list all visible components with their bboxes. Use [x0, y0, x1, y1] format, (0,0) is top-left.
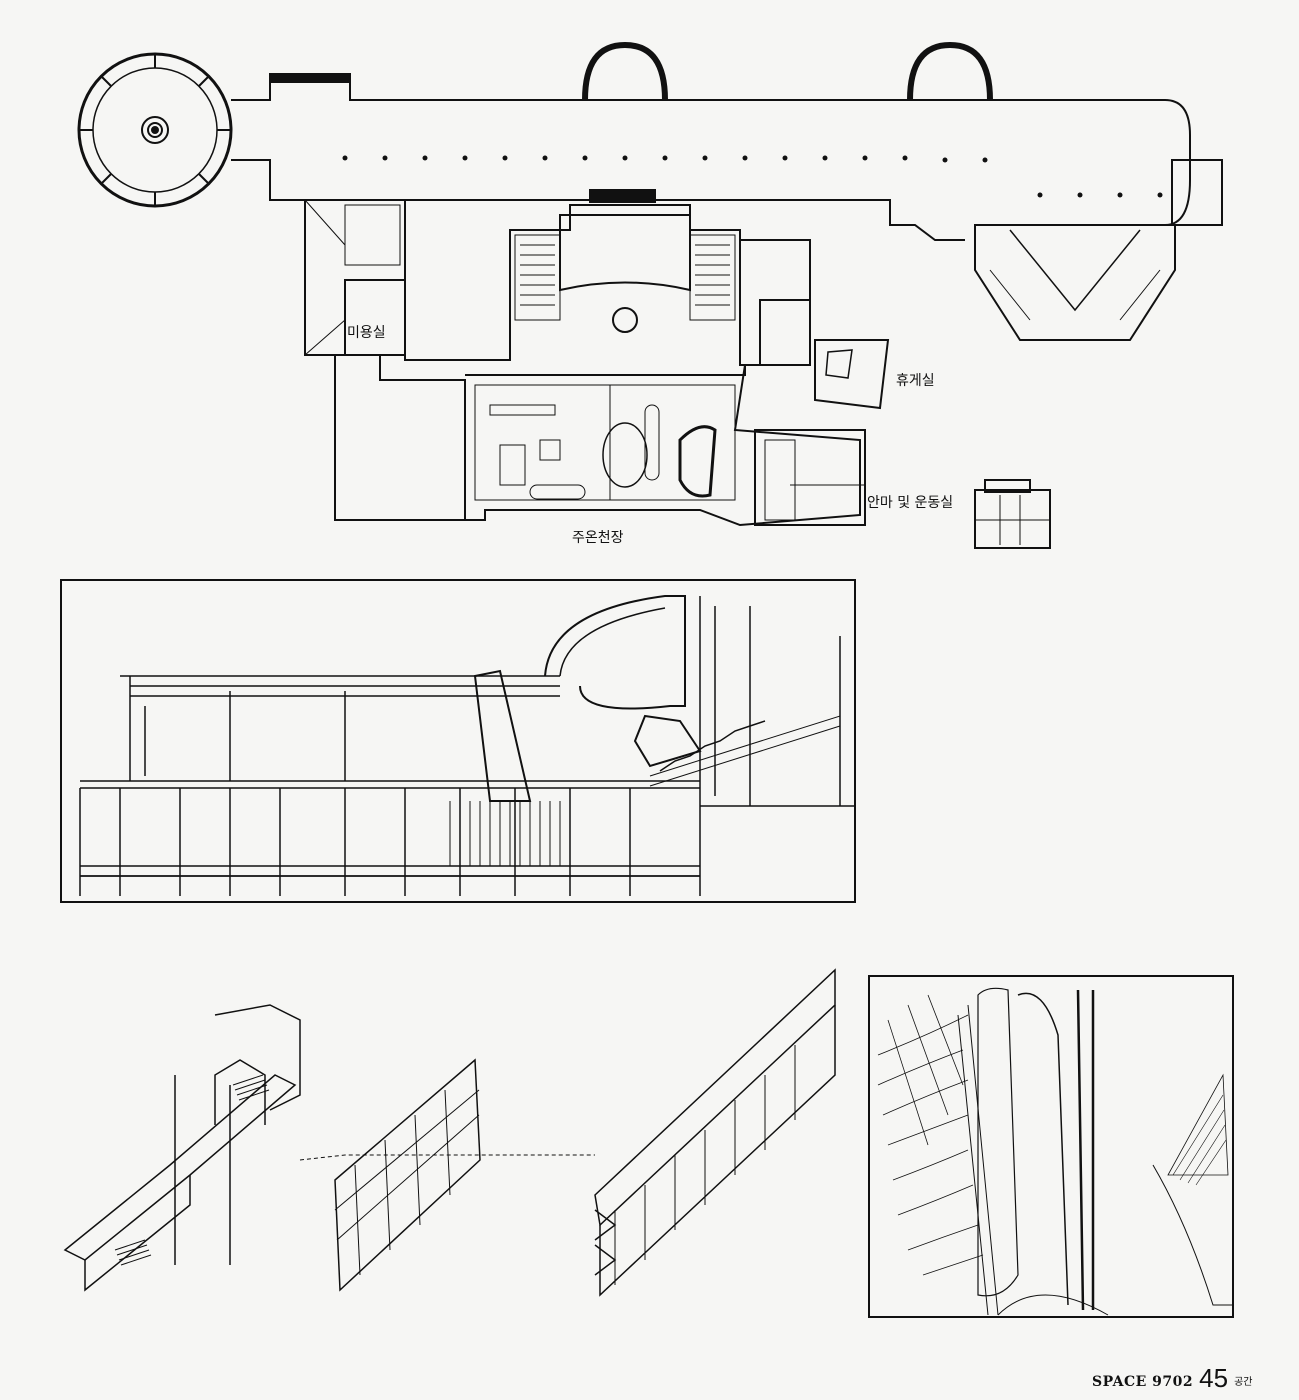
axonometric-drawings [55, 965, 855, 1305]
rotunda [77, 52, 233, 208]
key-plan [974, 479, 1051, 549]
axonometric-lines [63, 968, 836, 1297]
grid-screen-axon [334, 1058, 481, 1292]
magazine-issue: SPACE 9702 [1092, 1374, 1194, 1390]
perspective-sketch [868, 975, 1236, 1320]
label-beauty-room: 미용실 [347, 325, 386, 341]
octagonal-wing [974, 224, 1176, 341]
stair-axon [63, 1004, 301, 1292]
page-footer: SPACE 9702 45 공간 [1092, 1362, 1253, 1393]
sketch-lines [868, 975, 1234, 1318]
label-main-spa: 주온천장 [572, 530, 624, 546]
label-rest-room: 휴게실 [896, 373, 935, 389]
floor-plan: 미용실 휴게실 안마 및 운동실 주온천장 [0, 0, 1299, 560]
section-lines [60, 579, 856, 903]
main-corridor [231, 41, 1223, 241]
central-hall [404, 189, 811, 366]
section-drawing [60, 576, 860, 906]
floor-plan-drawing [77, 41, 1223, 549]
main-spa-block [334, 354, 861, 527]
rest-room-block [814, 339, 890, 410]
louver-wall-axon [594, 968, 836, 1297]
magazine-logo: 공간 [1234, 1377, 1253, 1388]
massage-room-block [754, 429, 866, 526]
label-massage-room: 안마 및 운동실 [867, 495, 954, 511]
page-number: 45 [1199, 1363, 1229, 1393]
